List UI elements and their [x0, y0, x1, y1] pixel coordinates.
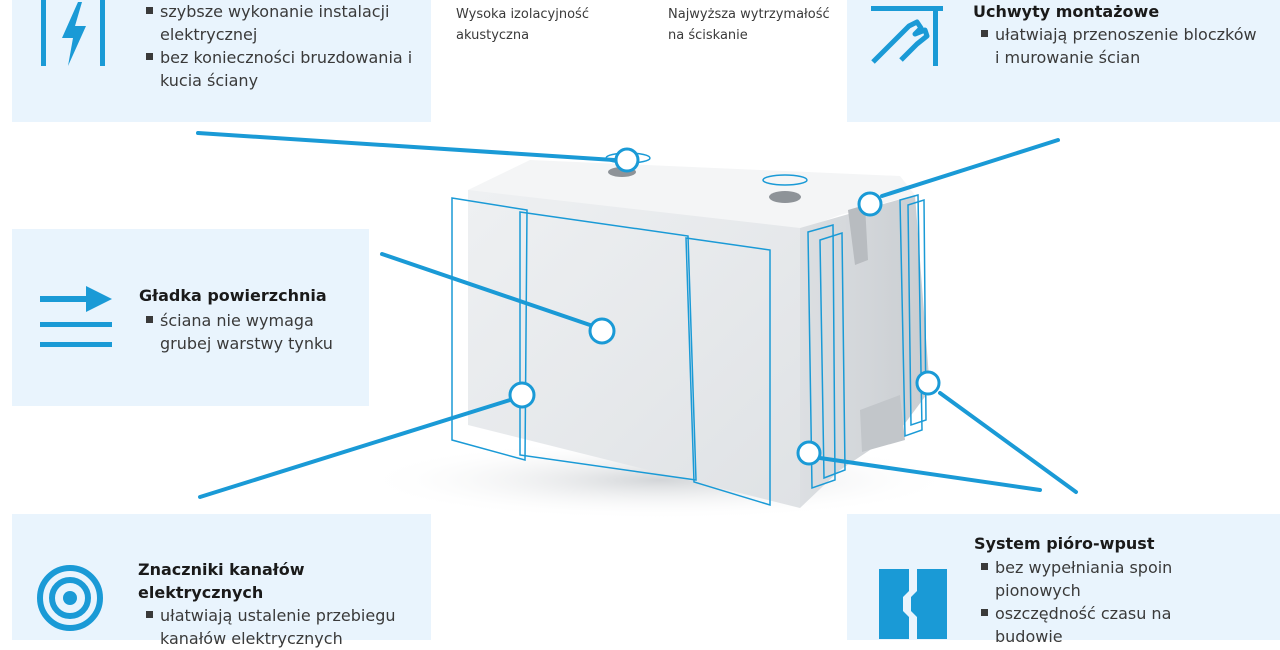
marker-surface	[588, 317, 616, 345]
label-acoustic: Wysoka izolacyjność akustyczna	[456, 7, 589, 43]
label-strength: Najwyższa wytrzymałość na ściskanie	[668, 7, 830, 43]
smooth-surface-arrow-icon	[40, 286, 112, 347]
leader-tongue-a	[818, 456, 1042, 492]
handles-bullets: ułatwiają przenoszenie bloczków i murowa…	[981, 23, 1261, 69]
smooth-surface-bullet-1: ściana nie wymaga grubej warstwy tynku	[146, 309, 361, 355]
tongue-groove-bullet-1: bez wypełniania spoin pionowych	[981, 556, 1241, 602]
concentric-circles-icon	[37, 565, 103, 631]
marker-tongue-side	[915, 370, 941, 396]
block-side-notch	[860, 395, 905, 452]
leader-handles	[880, 138, 1060, 198]
panel-electrical: szybsze wykonanie instalacji elektryczne…	[12, 0, 431, 122]
frame-front-mid	[519, 211, 697, 481]
electrical-bullet-1: szybsze wykonanie instalacji elektryczne…	[146, 0, 426, 46]
marker-channel	[508, 381, 536, 409]
smooth-surface-title: Gładka powierzchnia	[139, 286, 327, 305]
panel-smooth-surface: Gładka powierzchnia ściana nie wymaga gr…	[12, 229, 369, 406]
channel-markers-bullets: ułatwiają ustalenie przebiegu kanałów el…	[146, 604, 426, 650]
frame-side-c	[899, 194, 923, 438]
handles-title: Uchwyty montażowe	[973, 2, 1160, 21]
frame-hole-right	[762, 174, 808, 186]
frame-side-a	[807, 224, 836, 490]
handles-bullet-1: ułatwiają przenoszenie bloczków i murowa…	[981, 23, 1261, 69]
frame-side-b	[819, 231, 846, 480]
panel-tongue-groove: System pióro-wpust bez wypełniania spoin…	[847, 514, 1280, 646]
frame-front-right	[685, 237, 771, 507]
panel-handles: Uchwyty montażowe ułatwiają przenoszenie…	[847, 0, 1280, 122]
marker-hole	[614, 147, 640, 173]
block-front-face	[468, 190, 800, 508]
block-handle-groove	[848, 205, 868, 265]
tongue-groove-bullet-2: oszczędność czasu na budowie	[981, 602, 1241, 648]
panel-channel-markers: Znaczniki kanałów elektrycznych ułatwiaj…	[12, 514, 431, 648]
marker-tongue-front	[796, 440, 822, 466]
electrical-bullet-2: bez konieczności bruzdowania i kucia ści…	[146, 46, 426, 92]
channel-markers-bullet-1: ułatwiają ustalenie przebiegu kanałów el…	[146, 604, 426, 650]
hand-grip-icon	[871, 6, 943, 66]
frame-front-left	[451, 197, 528, 461]
electric-bolt-icon	[41, 0, 105, 66]
leader-markers	[198, 398, 512, 499]
smooth-surface-bullets: ściana nie wymaga grubej warstwy tynku	[146, 309, 361, 355]
tongue-groove-icon	[879, 569, 947, 639]
leader-tongue-b	[938, 391, 1078, 494]
leader-electrical	[196, 131, 616, 162]
frame-side-d	[907, 198, 927, 427]
block-hole-right	[769, 191, 801, 203]
marker-handle	[857, 191, 883, 217]
tongue-groove-bullets: bez wypełniania spoin pionowych oszczędn…	[981, 556, 1241, 648]
electrical-bullets: szybsze wykonanie instalacji elektryczne…	[146, 0, 426, 92]
tongue-groove-title: System pióro-wpust	[974, 534, 1155, 553]
leader-smooth	[380, 252, 592, 327]
channel-markers-title: Znaczniki kanałów elektrycznych	[138, 560, 305, 602]
